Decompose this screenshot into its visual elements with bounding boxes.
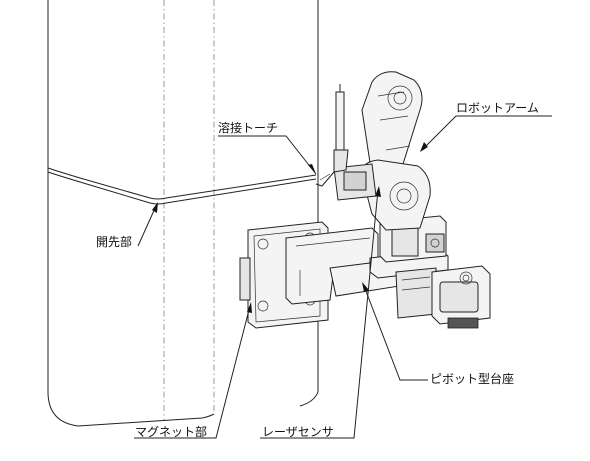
label-magnet: マグネット部 (135, 425, 208, 439)
laser-sensor-box (431, 265, 491, 329)
column (47, 0, 319, 427)
pivot-bracket (285, 227, 413, 305)
label-groove: 開先部 (96, 235, 133, 249)
label-robot-arm: ロボットアーム (456, 101, 539, 115)
label-laser-sensor: レーザセンサ (262, 425, 334, 439)
label-pivot-base: ピボット型台座 (430, 372, 515, 386)
robot-arm-body (333, 71, 431, 231)
label-welding-torch: 溶接トーチ (218, 121, 279, 135)
welding-torch (315, 84, 349, 187)
leaders (134, 115, 552, 439)
